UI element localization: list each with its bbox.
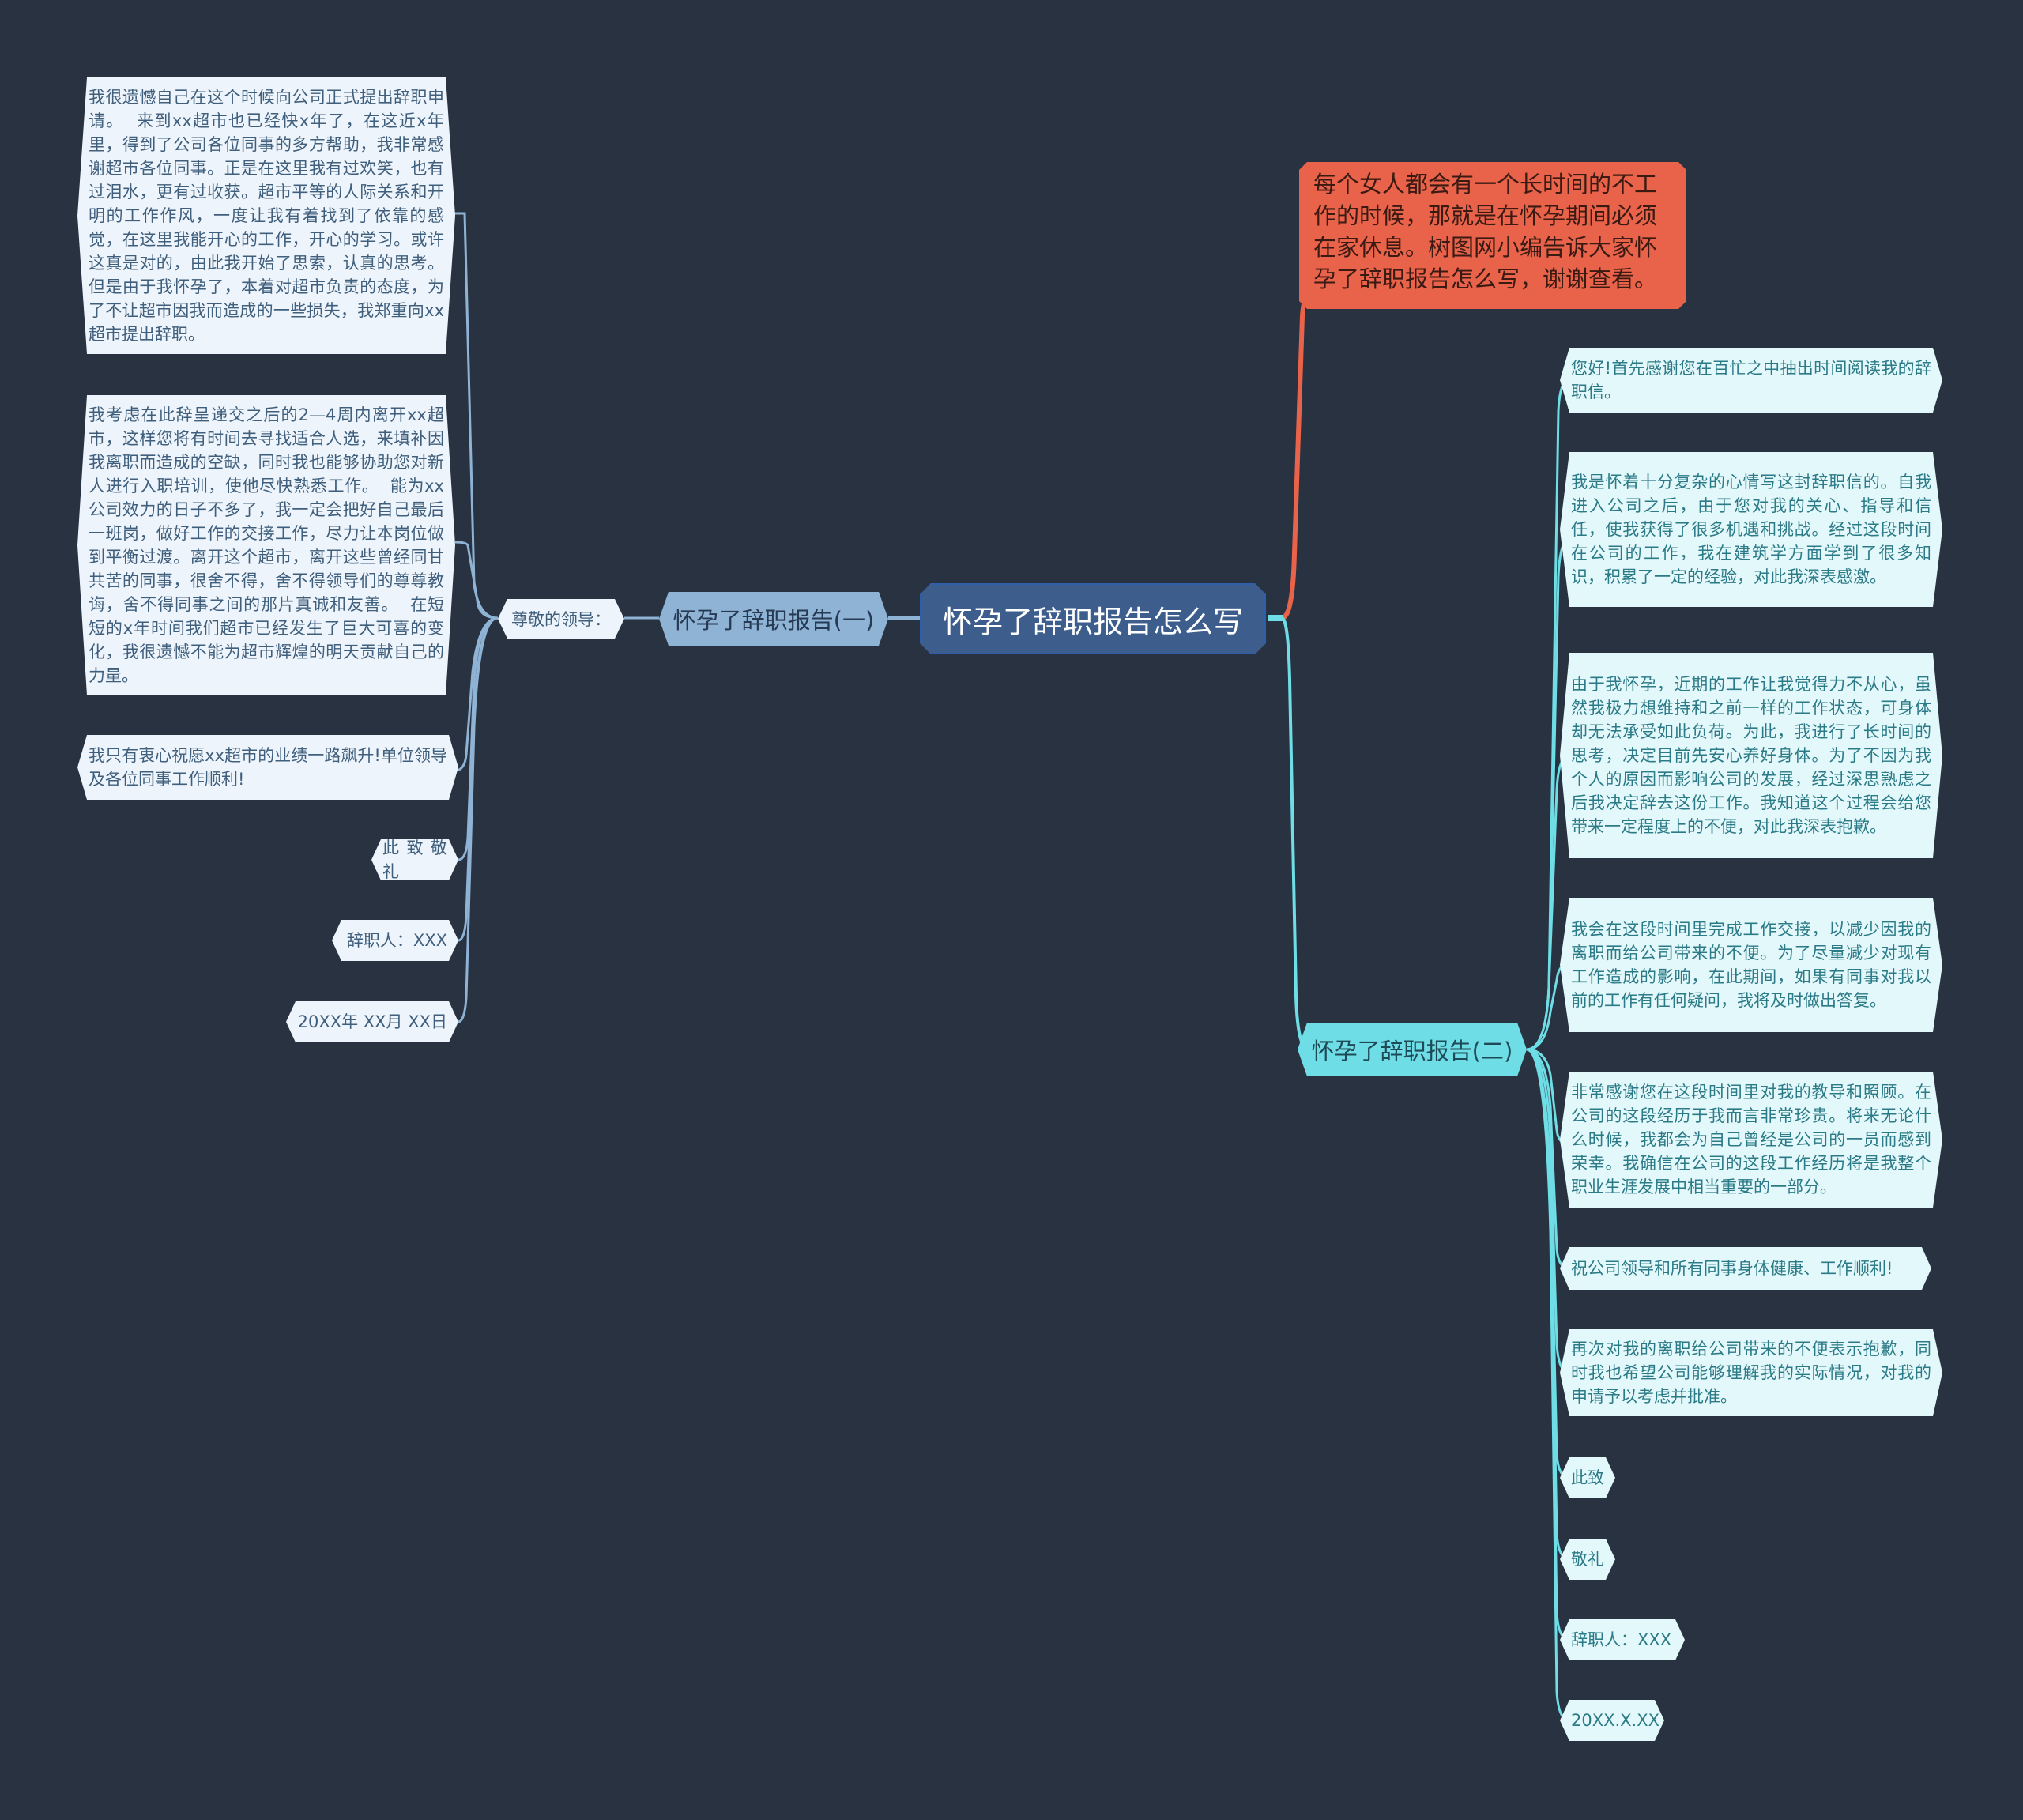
link-root-branch2 [1272, 616, 1309, 1051]
branch1-sub-node[interactable]: 尊敬的领导： [498, 599, 624, 639]
branch2-leaf-5[interactable]: 非常感谢您在这段时间里对我的教导和照顾。在公司的这段经历于我而言非常珍贵。将来无… [1560, 1072, 1942, 1208]
branch2-leaf-1[interactable]: 您好!首先感谢您在百忙之中抽出时间阅读我的辞职信。 [1560, 348, 1942, 413]
branch1-sub-text: 尊敬的领导： [511, 610, 611, 629]
branch2-leaf-2[interactable]: 我是怀着十分复杂的心情写这封辞职信的。自我进入公司之后，由于您对我的关心、指导和… [1560, 452, 1942, 607]
branch2-leaf-9[interactable]: 敬礼 [1560, 1539, 1615, 1580]
branch2-leaf-7-text: 再次对我的离职给公司带来的不便表示抱歉，同时我也希望公司能够理解我的实际情况，对… [1571, 1340, 1931, 1406]
intro-node[interactable]: 每个女人都会有一个长时间的不工作的时候，那就是在怀孕期间必须在家休息。树图网小编… [1299, 162, 1686, 309]
branch1-node[interactable]: 怀孕了辞职报告(一) [659, 592, 888, 646]
branch2-leaf-10[interactable]: 辞职人：XXX [1560, 1619, 1685, 1660]
branch2-leaf-2-text: 我是怀着十分复杂的心情写这封辞职信的。自我进入公司之后，由于您对我的关心、指导和… [1571, 473, 1931, 586]
branch2-leaf-4[interactable]: 我会在这段时间里完成工作交接，以减少因我的离职而给公司带来的不便。为了尽量减少对… [1560, 898, 1942, 1032]
branch2-leaf-8-text: 此致 [1571, 1468, 1604, 1487]
branch2-leaf-9-text: 敬礼 [1571, 1550, 1604, 1569]
branch1-leaf-4[interactable]: 此致敬礼 [371, 839, 458, 880]
branch1-leaf-2-text: 我考虑在此辞呈递交之后的2—4周内离开xx超市，这样您将有时间去寻找适合人选，来… [89, 405, 444, 685]
branch2-leaf-11-text: 20XX.X.XX [1571, 1711, 1660, 1730]
branch1-leaf-1[interactable]: 我很遗憾自己在这个时候向公司正式提出辞职申请。 来到xx超市也已经快x年了，在这… [77, 77, 455, 354]
branch1-leaf-6-text: 20XX年 XX月 XX日 [297, 1012, 447, 1031]
branch1-leaf-1-text: 我很遗憾自己在这个时候向公司正式提出辞职申请。 来到xx超市也已经快x年了，在这… [89, 88, 455, 344]
branch2-leaf-6[interactable]: 祝公司领导和所有同事身体健康、工作顺利! [1560, 1247, 1931, 1290]
branch2-leaf-5-text: 非常感谢您在这段时间里对我的教导和照顾。在公司的这段经历于我而言非常珍贵。将来无… [1571, 1083, 1931, 1196]
branch2-leaf-7[interactable]: 再次对我的离职给公司带来的不便表示抱歉，同时我也希望公司能够理解我的实际情况，对… [1560, 1329, 1942, 1416]
branch1-title: 怀孕了辞职报告(一) [672, 607, 875, 634]
root-title: 怀孕了辞职报告怎么写 [942, 604, 1243, 639]
branch2-leaf-8[interactable]: 此致 [1560, 1457, 1615, 1498]
branch2-leaf-10-text: 辞职人：XXX [1571, 1630, 1672, 1649]
branch2-leaf-3[interactable]: 由于我怀孕，近期的工作让我觉得力不从心，虽然我极力想维持和之前一样的工作状态，可… [1560, 653, 1942, 858]
branch2-leaf-4-text: 我会在这段时间里完成工作交接，以减少因我的离职而给公司带来的不便。为了尽量减少对… [1571, 920, 1931, 1010]
intro-text: 每个女人都会有一个长时间的不工作的时候，那就是在怀孕期间必须在家休息。树图网小编… [1313, 171, 1658, 292]
branch1-leaf-5-text: 辞职人：XXX [346, 931, 447, 950]
links-branch2-leaves [1526, 378, 1570, 1722]
links-branch1-leaves [454, 212, 499, 1023]
branch2-leaf-3-text: 由于我怀孕，近期的工作让我觉得力不从心，虽然我极力想维持和之前一样的工作状态，可… [1571, 675, 1931, 836]
branch2-leaf-1-text: 您好!首先感谢您在百忙之中抽出时间阅读我的辞职信。 [1571, 359, 1931, 401]
branch1-leaf-3-text: 我只有衷心祝愿xx超市的业绩一路飙升!单位领导及各位同事工作顺利! [89, 746, 447, 789]
branch2-title: 怀孕了辞职报告(二) [1311, 1038, 1513, 1064]
branch1-leaf-5[interactable]: 辞职人：XXX [332, 920, 458, 961]
branch1-leaf-4-text: 此致敬礼 [382, 838, 447, 881]
branch2-node[interactable]: 怀孕了辞职报告(二) [1298, 1023, 1527, 1076]
branch1-leaf-6[interactable]: 20XX年 XX月 XX日 [286, 1001, 458, 1042]
branch2-leaf-6-text: 祝公司领导和所有同事身体健康、工作顺利! [1571, 1259, 1893, 1278]
branch2-leaf-11[interactable]: 20XX.X.XX [1560, 1700, 1664, 1741]
branch1-leaf-2[interactable]: 我考虑在此辞呈递交之后的2—4周内离开xx超市，这样您将有时间去寻找适合人选，来… [77, 395, 455, 695]
root-node[interactable]: 怀孕了辞职报告怎么写 [920, 583, 1266, 654]
branch1-leaf-3[interactable]: 我只有衷心祝愿xx超市的业绩一路飙升!单位领导及各位同事工作顺利! [77, 735, 458, 800]
link-root-intro [1272, 288, 1314, 620]
